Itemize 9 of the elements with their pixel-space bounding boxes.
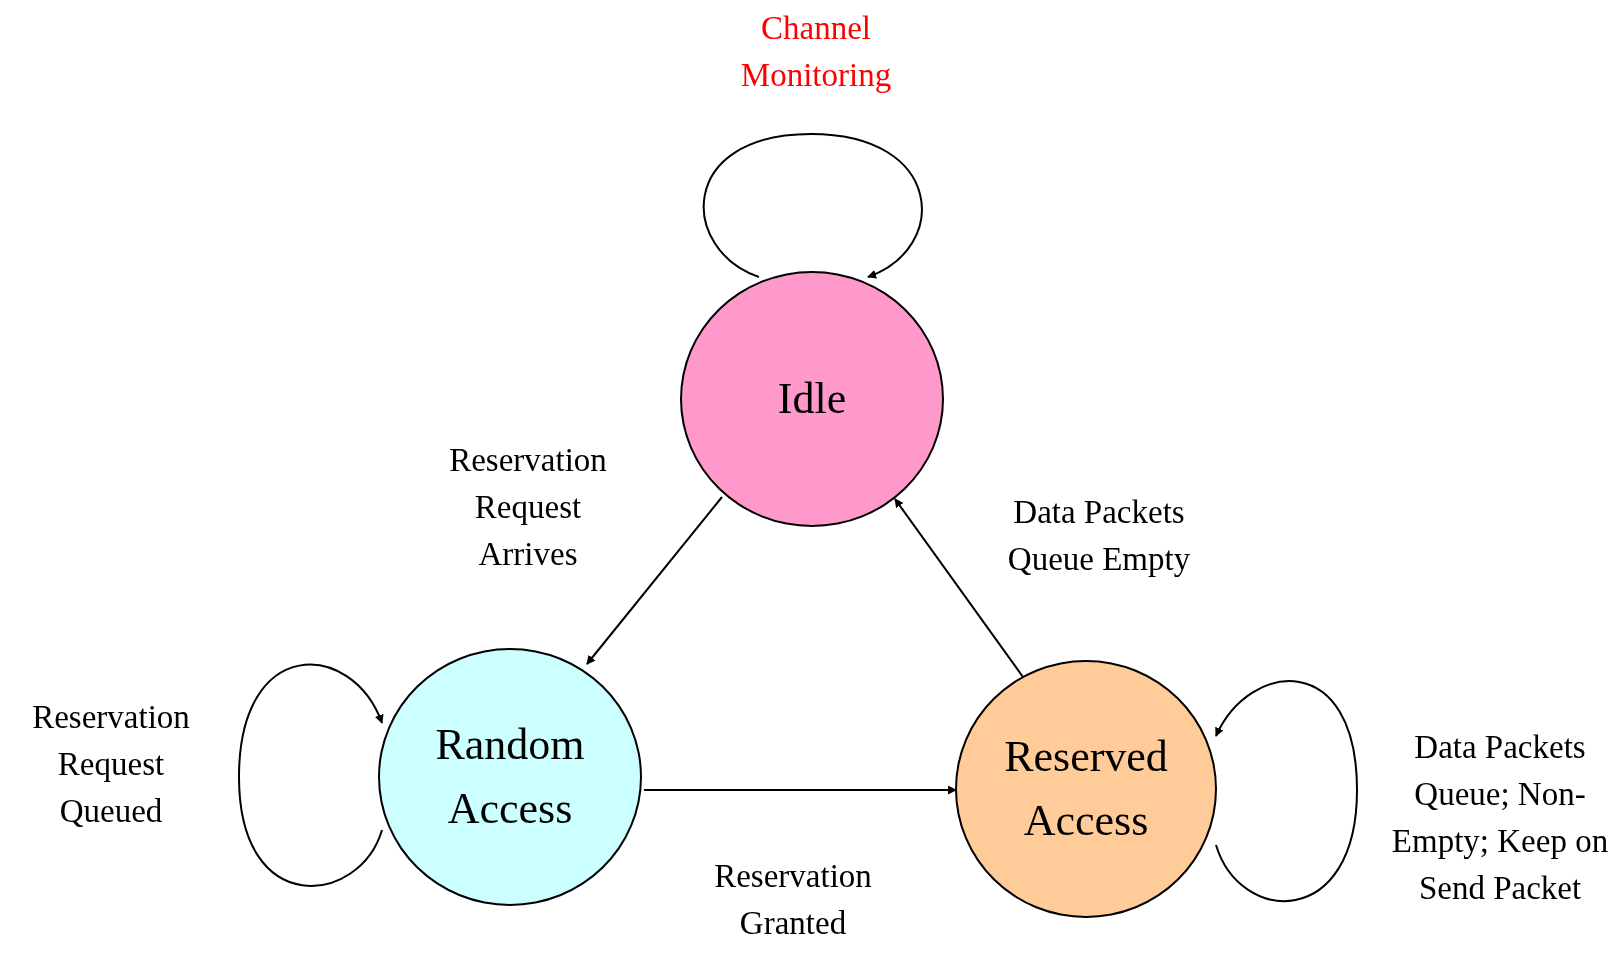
transition-arrow <box>894 498 1024 678</box>
state-name: Random Access <box>434 719 586 835</box>
self-loop-arrow <box>238 663 383 887</box>
transition-arrow <box>643 785 957 795</box>
state-name: Reserved Access <box>1003 731 1169 847</box>
state-name: Idle <box>776 373 848 426</box>
transition-arrow <box>586 496 723 665</box>
self-loop-arrow <box>1215 680 1358 902</box>
self-loop-arrow <box>702 133 923 278</box>
